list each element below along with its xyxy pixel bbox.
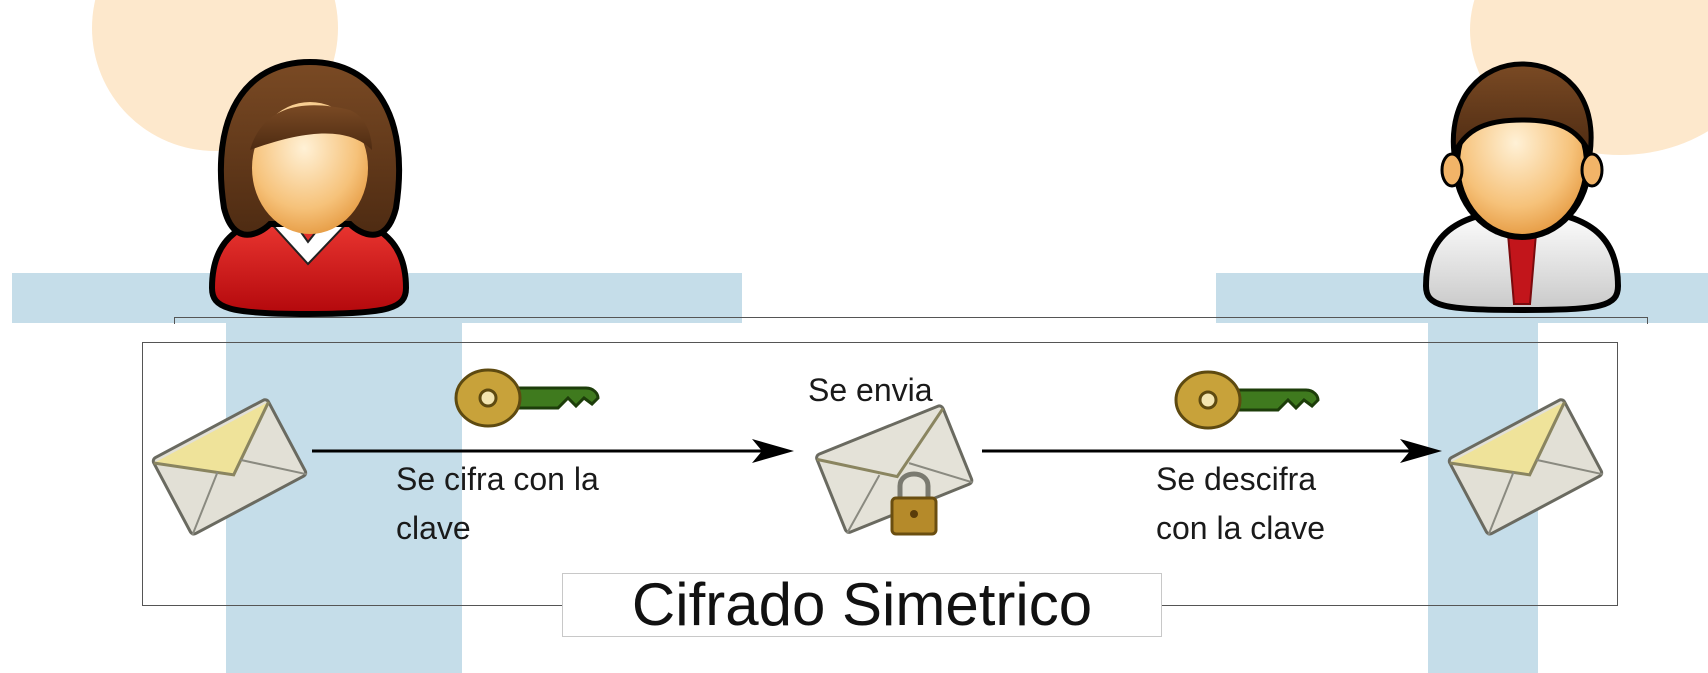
key-icon (1174, 370, 1320, 430)
envelope-icon (151, 398, 308, 536)
arrow-right-icon (312, 439, 794, 463)
key-icon (454, 368, 600, 428)
man-user-icon (1422, 61, 1622, 314)
envelope-icon (1447, 398, 1604, 536)
decrypt-step-label: Se descifra con la clave (1156, 461, 1325, 546)
arrow-right-icon (982, 439, 1442, 463)
diagram-title-box: Cifrado Simetrico (562, 573, 1162, 637)
woman-user-icon (208, 58, 410, 318)
encrypt-step-label: Se cifra con la clave (396, 461, 599, 546)
outer-frame (174, 317, 1648, 324)
locked-envelope-icon (815, 404, 974, 536)
send-step-label: Se envia (808, 372, 933, 408)
diagram-title: Cifrado Simetrico (631, 571, 1093, 638)
